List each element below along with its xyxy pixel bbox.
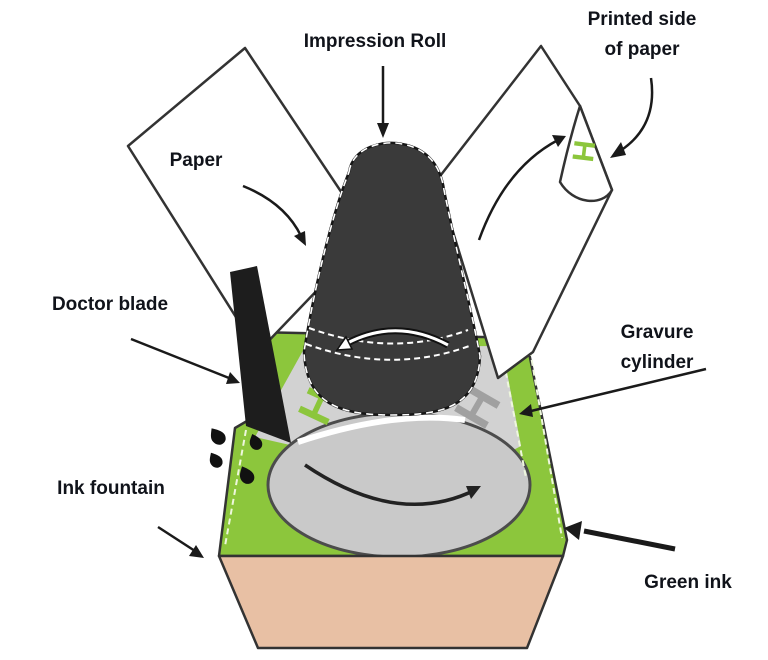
label-printed-side: Printed side of paper — [588, 5, 697, 65]
gravure-rotation-arrow — [304, 463, 476, 507]
doctor-blade-arrowhead — [226, 372, 240, 384]
gravure-rotation-arrowhead — [466, 486, 481, 499]
ink-fountain-tray-front — [217, 554, 565, 650]
ink-drops — [209, 428, 263, 484]
green-ink-arrowhead — [564, 521, 582, 540]
paper-flow-arrowhead — [294, 231, 306, 246]
printed-mark: H — [565, 138, 600, 164]
label-green-ink: Green ink — [644, 572, 732, 593]
gravure-cylinder-arrow — [530, 367, 707, 413]
paper-exit-arrowhead — [552, 135, 566, 147]
green-ink-arrow — [583, 528, 676, 552]
printed-side-arrowhead — [610, 142, 626, 158]
ink-drop — [209, 452, 223, 468]
printed-side-arrow — [619, 77, 654, 153]
doctor-blade-shape — [230, 266, 291, 443]
impression-roll-rim-1 — [308, 327, 469, 345]
ink-drop — [249, 434, 263, 450]
doctor-blade-arrow — [130, 337, 230, 380]
green-strip-dash-right-outer — [529, 349, 563, 539]
paper-exit-arrow — [477, 138, 559, 241]
impression-roll-trim — [303, 142, 481, 416]
label-printed-side-line1: Printed side — [587, 9, 697, 30]
label-gravure-cylinder: Gravure cylinder — [621, 318, 694, 378]
gravure-cylinder-arrowhead — [519, 404, 533, 417]
label-gravure-line2: cylinder — [620, 352, 694, 373]
roll-rotation-arrowhead — [335, 335, 354, 351]
pointer-arrows — [130, 66, 707, 558]
paper-flow-arrow — [242, 184, 303, 237]
label-impression-roll: Impression Roll — [303, 31, 447, 52]
impression-roll-arrowhead — [377, 123, 389, 138]
ink-fountain-arrow — [157, 525, 196, 553]
impression-roll-rim-2 — [305, 343, 473, 361]
roll-rotation-arrow — [341, 329, 449, 348]
ink-fountain-arrowhead — [189, 545, 204, 558]
paper-curl-corner — [558, 104, 614, 203]
label-paper: Paper — [169, 150, 223, 171]
label-printed-side-line2: of paper — [604, 39, 680, 60]
label-doctor-blade: Doctor blade — [51, 294, 169, 315]
label-gravure-line1: Gravure — [620, 322, 694, 343]
paper-nip-sliver — [297, 414, 466, 445]
ink-drop — [239, 466, 255, 484]
ink-drop — [210, 428, 226, 445]
label-ink-fountain: Ink fountain — [57, 478, 165, 499]
